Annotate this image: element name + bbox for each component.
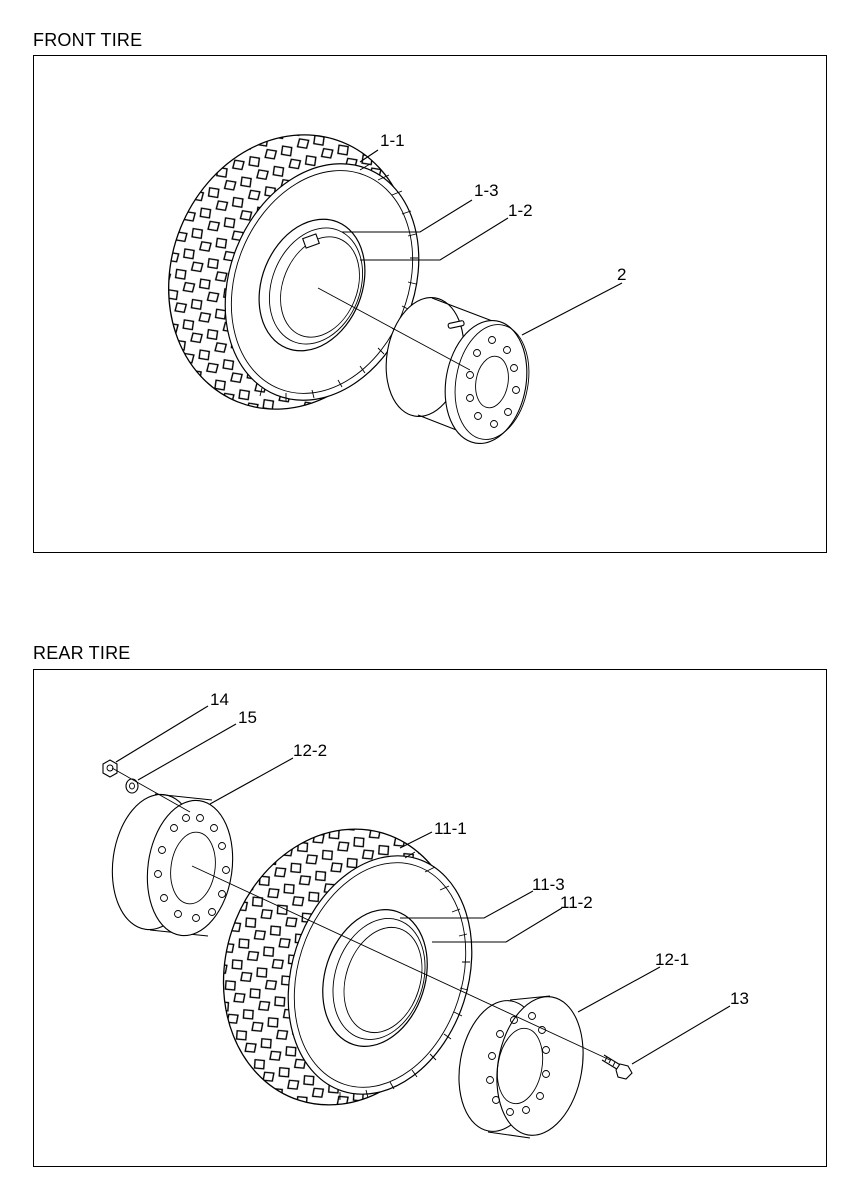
- washer-15: [125, 778, 139, 794]
- bolt-13: [601, 1054, 633, 1080]
- callout-11-1: 11-1: [434, 819, 467, 838]
- front-tire-inner-ring: [258, 218, 366, 352]
- callout-12-1: 12-1: [655, 950, 689, 969]
- callout-1-1: 1-1: [380, 131, 405, 150]
- callout-11-2: 11-2: [560, 893, 593, 912]
- front-tire-title: FRONT TIRE: [33, 30, 143, 50]
- callout-14: 14: [210, 690, 229, 709]
- front-tire-panel: [33, 55, 827, 553]
- callout-15: 15: [238, 708, 257, 727]
- rear-leader-lines: [115, 705, 731, 1065]
- callout-2: 2: [617, 265, 626, 284]
- front-wheel-2: [385, 296, 530, 445]
- rim-half-12-2: [111, 793, 234, 937]
- callout-12-2: 12-2: [293, 741, 327, 760]
- front-leader-lines: [342, 149, 623, 336]
- callout-1-3: 1-3: [474, 181, 499, 200]
- rear-tire-title: REAR TIRE: [33, 643, 131, 663]
- callout-11-3: 11-3: [532, 875, 565, 894]
- rear-tire-assembly: 14 15 12-2 11-1 11-3 11-2 12-1 13: [102, 690, 749, 1139]
- callout-1-2: 1-2: [508, 201, 533, 220]
- rim-half-12-1: [458, 995, 584, 1139]
- rear-tire-panel: [33, 669, 827, 1167]
- rear-tire-inner-ring: [322, 909, 428, 1047]
- callout-13: 13: [730, 989, 749, 1008]
- nut-14: [102, 759, 118, 778]
- front-tire-assembly: 1-1 1-3 1-2 2: [168, 131, 626, 445]
